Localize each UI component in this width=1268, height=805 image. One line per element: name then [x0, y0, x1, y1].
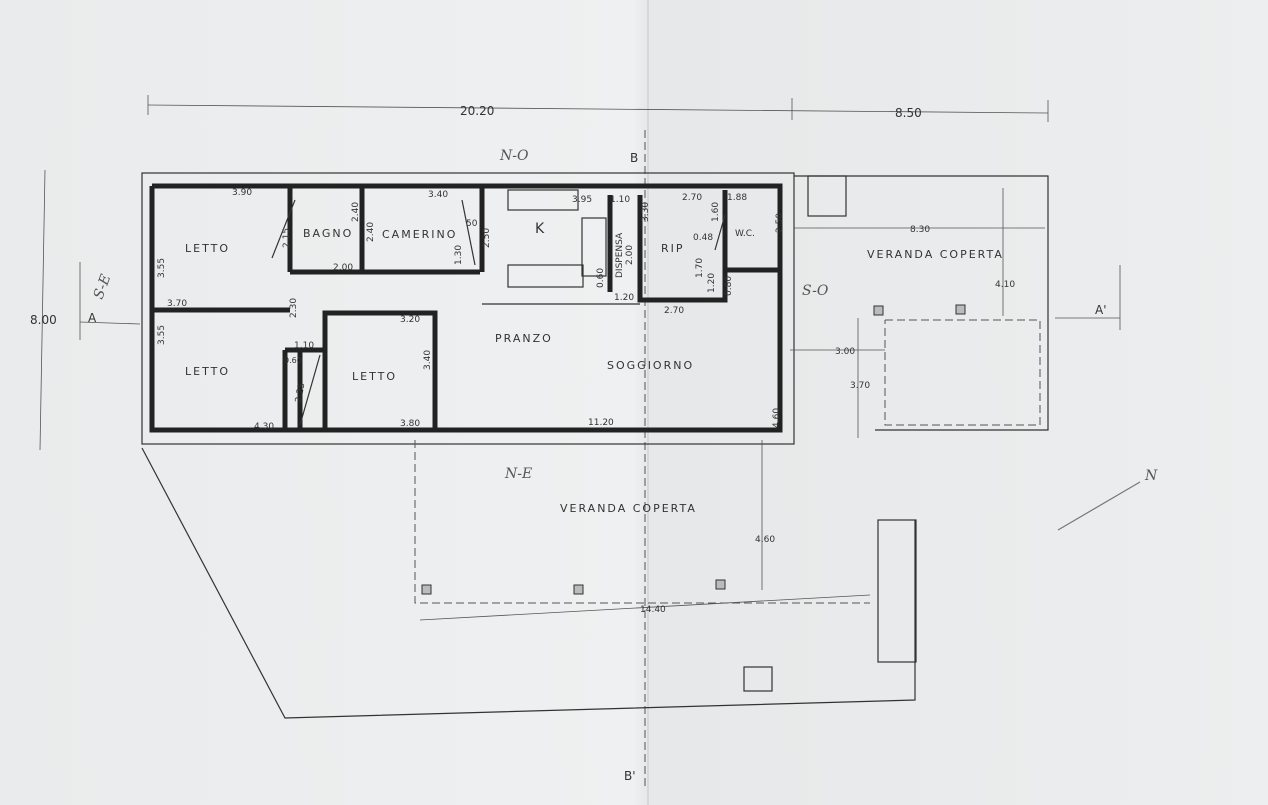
room-dispensa: DISPENSA — [615, 232, 625, 278]
veranda-north — [141, 440, 917, 719]
dim: 50 — [466, 219, 478, 229]
dim: 8.30 — [910, 225, 930, 235]
dim: 2.00 — [625, 245, 635, 265]
dim-total-width: 20.20 — [460, 104, 494, 118]
dim: 2.40 — [351, 202, 361, 222]
label-north-east: N-E — [504, 466, 532, 482]
orientation-labels: N-O S-E S-O N-E N — [91, 148, 1158, 531]
dim: 3.40 — [423, 350, 433, 370]
dim: 3.70 — [850, 381, 870, 391]
room-veranda-west: VERANDA COPERTA — [867, 248, 1004, 261]
dim: 14.40 — [640, 605, 666, 615]
dim: 1.30 — [454, 245, 464, 265]
dim: 2.70 — [682, 193, 702, 203]
dim: 11.20 — [588, 418, 614, 428]
dim: 3.70 — [167, 299, 187, 309]
dim: 1.10 — [294, 341, 314, 351]
room-ripostiglio: RIP — [661, 242, 685, 255]
label-south-east: S-E — [91, 272, 115, 301]
dim: 0.60 — [596, 268, 606, 288]
section-lines: B B' A A' — [79, 130, 1121, 790]
top-dimensions: 20.20 8.50 8.00 — [30, 95, 1049, 451]
section-b: B — [630, 151, 638, 165]
veranda-west — [790, 175, 1049, 438]
dim: 3.55 — [157, 258, 167, 278]
room-camerino: CAMERINO — [382, 228, 457, 241]
room-wc: W.C. — [735, 229, 755, 239]
dim: 3.80 — [400, 419, 420, 429]
dim: 2.50 — [482, 228, 492, 248]
dim: 4.60 — [772, 408, 782, 428]
dim: 2.25 — [294, 382, 307, 403]
label-south-west: S-O — [802, 283, 829, 299]
section-b-prime: B' — [624, 769, 636, 783]
dim: 3.20 — [400, 315, 420, 325]
room-veranda-north: VERANDA COPERTA — [560, 502, 697, 515]
room-soggiorno: SOGGIORNO — [607, 359, 694, 372]
room-kitchen: K — [535, 221, 546, 237]
dim: 2.40 — [366, 222, 376, 242]
dim: 3.95 — [572, 195, 592, 205]
room-letto-3: LETTO — [352, 370, 397, 383]
dim-veranda-width: 8.50 — [895, 106, 922, 120]
room-letto-1: LETTO — [185, 242, 230, 255]
dim: 1.20 — [614, 293, 634, 303]
room-letto-2: LETTO — [185, 365, 230, 378]
dim: 2.50 — [775, 213, 785, 233]
room-bagno: BAGNO — [303, 227, 353, 240]
dim: 0.60 — [284, 356, 302, 365]
room-pranzo: PRANZO — [495, 332, 553, 345]
section-a: A — [88, 311, 97, 325]
dim: 1.88 — [727, 193, 747, 203]
dim: 2.15 — [282, 228, 292, 248]
dimension-labels: 3.90 2.15 2.40 2.40 3.40 50 1.30 2.50 3.… — [157, 188, 1015, 615]
north-arrow-icon — [1057, 481, 1141, 531]
dim: 4.30 — [254, 422, 274, 432]
label-north: N — [1144, 468, 1158, 484]
dim-total-depth: 8.00 — [30, 313, 57, 327]
dim: 3.00 — [835, 347, 855, 357]
dim: 1.60 — [711, 202, 721, 222]
label-north-west: N-O — [499, 148, 529, 164]
dim: 1.70 — [695, 258, 705, 278]
dim: 3.90 — [232, 188, 252, 198]
dim: 3.40 — [428, 190, 448, 200]
dim: 3.30 — [641, 202, 651, 222]
dim: 4.60 — [755, 535, 775, 545]
room-labels: LETTO LETTO LETTO BAGNO CAMERINO K DISPE… — [185, 221, 1004, 515]
dim: 0.80 — [724, 276, 734, 296]
dim: 2.30 — [289, 298, 299, 318]
dim: 2.00 — [333, 263, 353, 273]
dim: 3.55 — [157, 325, 167, 345]
dim: 1.20 — [707, 273, 717, 293]
dim: 1.10 — [610, 195, 630, 205]
section-a-prime: A' — [1095, 303, 1107, 317]
dim: 2.70 — [664, 306, 684, 316]
dim: 4.10 — [995, 280, 1015, 290]
walls — [141, 172, 795, 445]
dim: 0.48 — [693, 233, 713, 243]
